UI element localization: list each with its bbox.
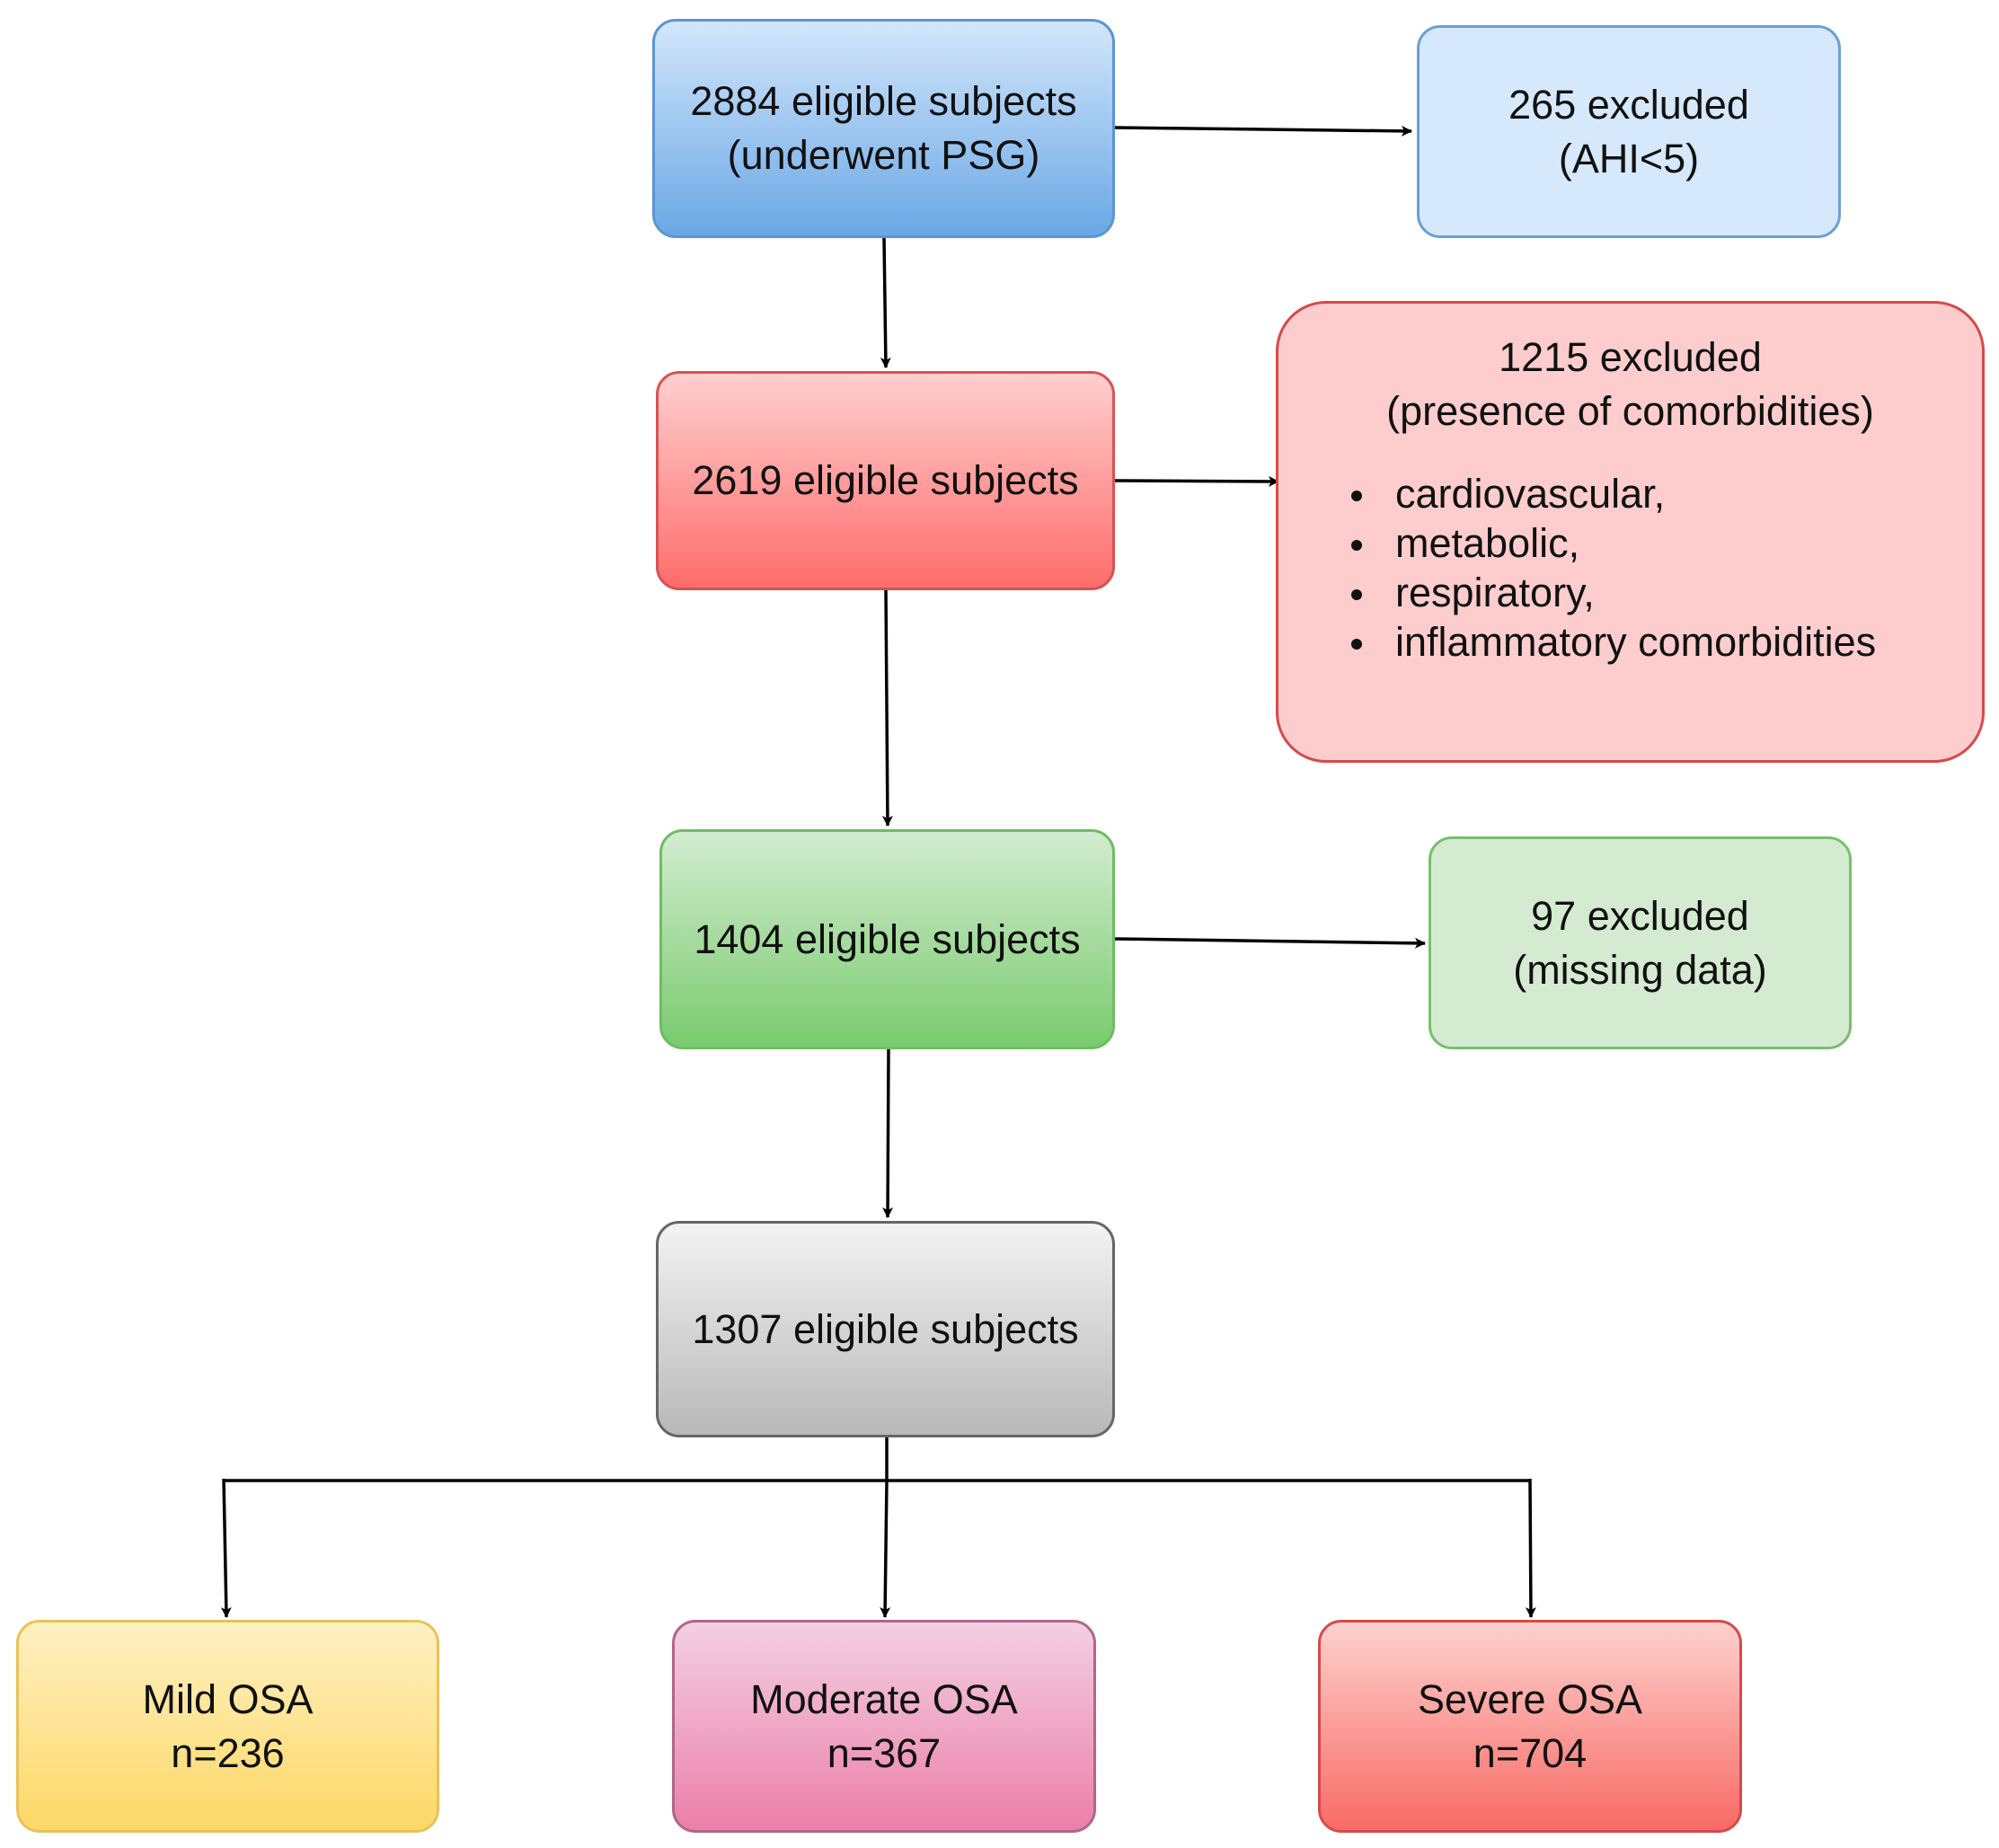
group-mild-name: Mild OSA <box>142 1676 314 1722</box>
step-4-label: 1307 eligible subjects <box>692 1305 1079 1352</box>
exclusion-1-count: 265 excluded <box>1508 81 1749 128</box>
exclusion-3-reason: (missing data) <box>1513 946 1767 993</box>
exclusion-3-box: 97 excluded (missing data) <box>1428 836 1852 1049</box>
arrow-step-2-to-step-3 <box>881 589 893 827</box>
group-severe-name: Severe OSA <box>1417 1676 1643 1722</box>
arrow-step-3-to-step-4 <box>882 1048 894 1218</box>
arrow-start-to-exclusion-1 <box>1114 125 1412 137</box>
comorbidity-item: respiratory, <box>1350 568 1876 617</box>
group-mild-box: Mild OSA n=236 <box>16 1620 439 1833</box>
comorbidity-list: cardiovascular, metabolic, respiratory, … <box>1278 469 1876 667</box>
exclusion-2-reason: (presence of comorbidities) <box>1386 388 1874 434</box>
arrow-start-to-step-2 <box>880 237 891 368</box>
comorbidity-item: cardiovascular, <box>1350 469 1876 518</box>
arrow-step-2-to-exclusion-2 <box>1114 475 1279 487</box>
group-severe-count: n=704 <box>1473 1729 1588 1776</box>
group-moderate-box: Moderate OSA n=367 <box>672 1620 1096 1833</box>
step-3-box: 1404 eligible subjects <box>659 829 1115 1049</box>
exclusion-1-reason: (AHI<5) <box>1558 135 1700 181</box>
group-severe-box: Severe OSA n=704 <box>1318 1620 1742 1833</box>
start-box: 2884 eligible subjects (underwent PSG) <box>652 19 1115 238</box>
step-4-box: 1307 eligible subjects <box>656 1221 1115 1437</box>
exclusion-1-box: 265 excluded (AHI<5) <box>1417 25 1841 238</box>
comorbidity-item: inflammatory comorbidities <box>1350 619 1877 665</box>
exclusion-2-count: 1215 excluded <box>1499 334 1762 380</box>
arrow-to-severe <box>1525 1478 1536 1618</box>
start-box-title: 2884 eligible subjects <box>690 78 1077 124</box>
group-moderate-count: n=367 <box>827 1729 942 1776</box>
arrow-to-mild <box>220 1478 232 1618</box>
step-3-label: 1404 eligible subjects <box>694 915 1081 962</box>
exclusion-3-count: 97 excluded <box>1531 892 1749 939</box>
step-2-box: 2619 eligible subjects <box>656 371 1115 590</box>
group-moderate-name: Moderate OSA <box>750 1676 1018 1722</box>
comorbidity-item: metabolic, <box>1350 518 1876 568</box>
group-mild-count: n=236 <box>171 1729 285 1776</box>
arrow-step-3-to-exclusion-3 <box>1114 937 1426 949</box>
start-box-subtitle: (underwent PSG) <box>727 132 1040 178</box>
arrow-to-moderate <box>880 1480 891 1618</box>
exclusion-2-box: 1215 excluded (presence of comorbidities… <box>1276 301 1985 763</box>
step-2-label: 2619 eligible subjects <box>692 457 1079 503</box>
